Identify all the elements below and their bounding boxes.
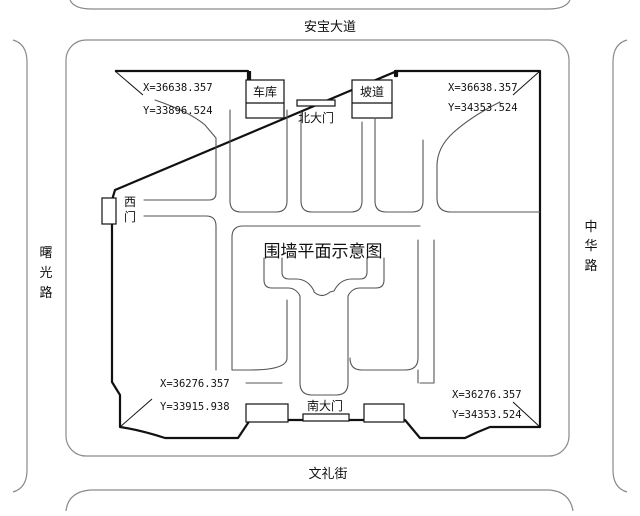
svg-text:路: 路 xyxy=(584,258,597,274)
street-north-label: 安宝大道 xyxy=(304,20,356,35)
street-west-label: 曙 光 路 xyxy=(39,246,52,301)
road-east-lower xyxy=(349,239,419,371)
north-gate-label: 北大门 xyxy=(298,110,334,125)
coord-nw-y: Y=33896.524 xyxy=(143,105,213,117)
diagram-title: 围墙平面示意图 xyxy=(264,242,383,262)
south-block-left xyxy=(245,403,289,423)
site-block xyxy=(65,39,570,457)
coord-se-y: Y=34353.524 xyxy=(452,409,522,421)
block-west xyxy=(12,39,28,493)
north-gate-bar xyxy=(296,99,336,107)
road-west-lower xyxy=(143,215,217,371)
coord-nw: X=36638.357 Y=33896.524 xyxy=(143,82,213,117)
svg-text:曙: 曙 xyxy=(39,246,52,261)
buildings xyxy=(101,79,405,423)
coord-sw-y: Y=33915.938 xyxy=(160,401,230,413)
coord-ne-x: X=36638.357 xyxy=(448,82,518,94)
garage-box xyxy=(245,79,285,119)
street-south-label: 文礼街 xyxy=(308,466,347,482)
garage-label: 车库 xyxy=(253,84,277,99)
south-block-right xyxy=(363,403,405,423)
svg-text:路: 路 xyxy=(39,285,52,301)
svg-text:光: 光 xyxy=(39,266,52,281)
coord-ne: X=36638.357 Y=34353.524 xyxy=(448,82,518,114)
street-east-label: 中 华 路 xyxy=(584,220,597,274)
south-gate-bar xyxy=(302,413,350,422)
ramp-label: 坡道 xyxy=(360,85,384,99)
block-north xyxy=(69,0,571,10)
road-north-right-branch xyxy=(436,101,541,213)
coord-ne-y: Y=34353.524 xyxy=(448,102,518,114)
svg-text:华: 华 xyxy=(584,239,597,254)
road-north-left-inner xyxy=(229,109,288,213)
road-center-loop-inner xyxy=(281,257,368,297)
svg-text:中: 中 xyxy=(584,220,597,235)
road-north-left-branch xyxy=(143,99,217,201)
city-blocks xyxy=(12,0,628,512)
coord-nw-x: X=36638.357 xyxy=(143,82,213,94)
svg-text:西: 西 xyxy=(124,195,136,209)
south-gate-label: 南大门 xyxy=(307,398,343,413)
road-center-loop-left xyxy=(263,257,385,396)
west-gate-block xyxy=(101,197,117,225)
west-gate-label: 西 门 xyxy=(124,195,136,224)
road-sw-inner xyxy=(231,225,421,371)
coord-se: X=36276.357 Y=34353.524 xyxy=(452,389,522,421)
road-north-center xyxy=(300,111,363,213)
road-se-inner xyxy=(419,239,435,384)
internal-roads xyxy=(143,99,541,396)
ramp-box xyxy=(351,79,393,119)
road-north-right-inner xyxy=(374,117,424,213)
coord-sw-x: X=36276.357 xyxy=(160,378,230,390)
block-east xyxy=(612,39,628,493)
svg-text:门: 门 xyxy=(124,209,136,224)
coord-sw: X=36276.357 Y=33915.938 xyxy=(160,378,230,413)
road-sw-lower xyxy=(231,299,288,371)
corner-ticks xyxy=(114,70,541,428)
block-south xyxy=(65,489,574,512)
coord-se-x: X=36276.357 xyxy=(452,389,522,401)
